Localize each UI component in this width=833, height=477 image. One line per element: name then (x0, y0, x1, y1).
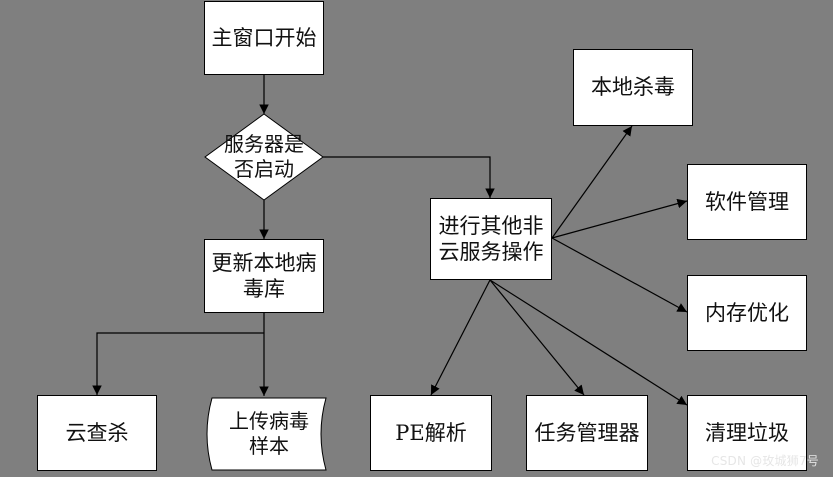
node-upload-sample-label: 上传病毒样本 (229, 409, 309, 458)
node-task-manager: 任务管理器 (526, 395, 648, 471)
arrow-other-to-pe (430, 279, 491, 396)
arrow-other-to-local-kill (551, 125, 633, 239)
node-local-antivirus: 本地杀毒 (573, 49, 693, 126)
node-software-management: 软件管理 (687, 164, 807, 240)
node-other-operations: 进行其他非云服务操作 (430, 198, 552, 280)
upload-sample-shape (206, 397, 327, 471)
arrow-other-to-task-mgr (489, 279, 585, 396)
node-pe-parse: PE解析 (370, 395, 492, 471)
node-update-virus-db: 更新本地病毒库 (204, 239, 324, 313)
node-cloud-kill: 云查杀 (37, 395, 157, 471)
arrow-update-to-cloud-kill (92, 332, 264, 395)
csdn-watermark: CSDN @玫城狮7号 (711, 454, 819, 468)
arrow-decision-to-other-ops (323, 156, 495, 198)
arrow-other-to-clean (489, 279, 688, 406)
node-decision-label: 服务器是否启动 (224, 132, 304, 181)
node-start: 主窗口开始 (204, 1, 324, 75)
arrow-other-to-memory (551, 237, 688, 313)
node-memory-optimize: 内存优化 (687, 275, 807, 351)
node-clean-junk: 清理垃圾 (687, 395, 807, 471)
arrow-other-to-software (551, 198, 688, 239)
